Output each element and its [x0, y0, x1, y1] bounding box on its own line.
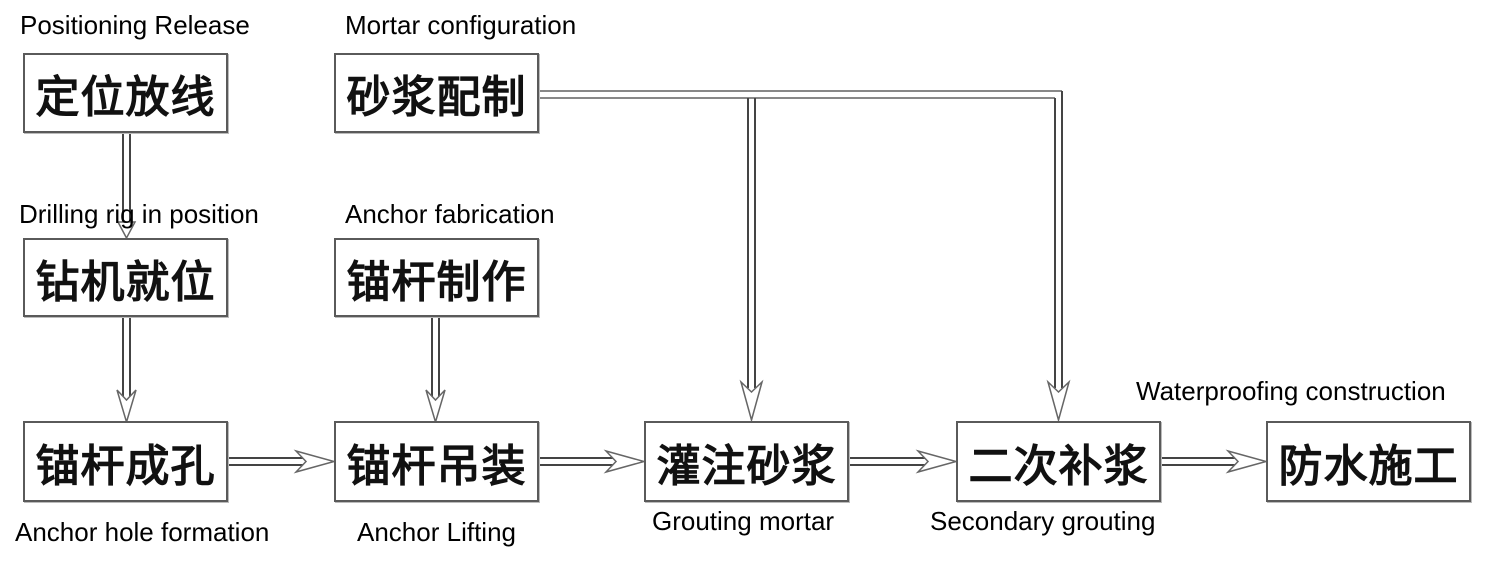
edge-secondary-to-waterproof — [1160, 449, 1269, 474]
node-drilling-rig: 钻机就位 — [23, 238, 228, 317]
label-positioning: Positioning Release — [20, 10, 250, 40]
label-secondary: Secondary grouting — [930, 506, 1156, 536]
edge-anchor-lift-to-grouting — [538, 449, 647, 474]
edge-anchor-hole-to-anchor-lift — [228, 449, 337, 474]
node-anchor-fab: 锚杆制作 — [334, 238, 539, 317]
node-secondary: 二次补浆 — [956, 421, 1161, 502]
edge-grouting-to-secondary — [848, 449, 959, 474]
node-anchor-lift: 锚杆吊装 — [334, 421, 539, 502]
label-grouting: Grouting mortar — [652, 506, 835, 536]
node-positioning: 定位放线 — [23, 53, 228, 133]
label-anchor-fab: Anchor fabrication — [345, 199, 555, 229]
node-grouting: 灌注砂浆 — [644, 421, 849, 502]
label-drilling-rig: Drilling rig in position — [19, 199, 259, 229]
label-waterproof: Waterproofing construction — [1136, 376, 1446, 406]
node-anchor-hole: 锚杆成孔 — [23, 421, 228, 502]
node-mortar-config: 砂浆配制 — [334, 53, 539, 133]
label-anchor-lift: Anchor Lifting — [357, 517, 516, 547]
label-mortar-config: Mortar configuration — [345, 10, 577, 40]
edge-positioning-to-drilling-rig — [116, 132, 137, 240]
node-waterproof: 防水施工 — [1266, 421, 1471, 502]
edge-mortar-config-to-grouting-and-secondary — [538, 90, 1071, 423]
edge-drilling-rig-to-anchor-hole — [116, 316, 137, 425]
edge-anchor-fab-to-anchor-lift — [425, 316, 446, 425]
label-anchor-hole: Anchor hole formation — [15, 517, 270, 547]
